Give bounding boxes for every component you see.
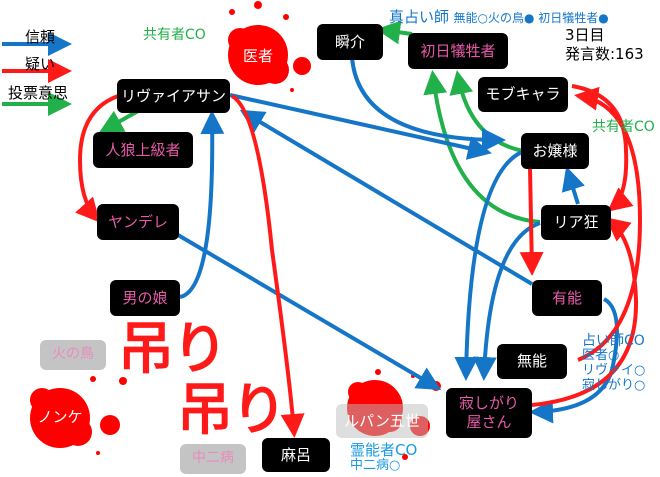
- trust-arrow-ria-ojou: [561, 166, 585, 205]
- vote-arrow-ojou-first: [449, 70, 524, 153]
- hanged-stamp-2: 吊り: [177, 378, 287, 443]
- seer-title: 真占い師: [389, 8, 450, 26]
- medium-co-list: 霊能者CO 中二病○: [350, 441, 418, 474]
- doubt-arrow-munou-mob: [574, 86, 643, 362]
- info-panel: 3日目 発言数:163: [565, 26, 644, 64]
- doubt-arrow-sabishi-ria: [531, 217, 639, 407]
- trust-arrow-yandere-sabishi: [176, 233, 442, 391]
- vote-arrow-first-shunsuke: [376, 20, 413, 45]
- seer-header: 真占い師 無能○火の鳥● 初日犠牲者●: [389, 6, 609, 27]
- node-riakyou[interactable]: リア狂: [541, 205, 611, 240]
- seer-co-result: 寂しがり○: [582, 377, 646, 393]
- seer-co-title: 占い師CO: [582, 333, 645, 349]
- shared-co-label-2: 共有者CO: [592, 119, 655, 135]
- trust-arrow-otokonoko-leviathan: [179, 110, 225, 299]
- node-maro[interactable]: 麻呂: [262, 438, 330, 472]
- node-doctor[interactable]: 医者: [242, 46, 273, 65]
- blood-splat-nonke: [30, 364, 127, 455]
- vote-arrow-ria-first: [423, 70, 541, 224]
- node-mob[interactable]: モブキャラ: [478, 77, 568, 112]
- medium-co-title: 霊能者CO: [350, 441, 418, 459]
- trust-arrow-ria-sabishi: [472, 221, 541, 381]
- trust-arrow-ojou-sabishi: [454, 150, 523, 381]
- node-jinro[interactable]: 人狼上級者: [93, 132, 193, 168]
- doubt-arrow-leviathan-maro: [230, 94, 305, 438]
- doubt-arrow-ojou-yuunou: [519, 167, 544, 276]
- node-yandere[interactable]: ヤンデレ: [97, 204, 179, 240]
- seer-co-result: 医者○: [582, 348, 620, 364]
- shared-co-label-1: 共有者CO: [143, 27, 206, 43]
- post-count-label: 発言数:163: [565, 44, 644, 63]
- day-label: 3日目: [565, 26, 605, 44]
- node-sabishigari[interactable]: 寂しがり屋さん: [446, 388, 532, 438]
- node-chuunibyou[interactable]: 中二病: [180, 444, 246, 474]
- legend-vote-label: 投票意思: [8, 84, 69, 102]
- hanged-stamp-1: 吊り: [118, 317, 228, 382]
- seer-results: 無能○火の鳥● 初日犠牲者●: [453, 11, 609, 25]
- node-lupin[interactable]: ルパン五世: [336, 404, 428, 438]
- vote-arrow-leviathan-jinro: [98, 108, 141, 133]
- node-yuunou[interactable]: 有能: [532, 280, 602, 316]
- blood-splat-doctor: [228, 1, 311, 92]
- node-first-victim[interactable]: 初日犠牲者: [408, 33, 508, 69]
- legend-doubt-label: 疑い: [25, 55, 56, 73]
- node-otokonoko[interactable]: 男の娘: [110, 280, 180, 316]
- trust-arrow-leviathan-ojou: [229, 93, 492, 160]
- node-hinotori[interactable]: 火の鳥: [40, 340, 106, 370]
- medium-co-result: 中二病○: [350, 458, 401, 474]
- node-ojousama[interactable]: お嬢様: [521, 133, 589, 169]
- node-shunsuke[interactable]: 瞬介: [317, 24, 383, 60]
- seer-co-result: リヴァイ○: [582, 363, 646, 379]
- node-nonke[interactable]: ノンケ: [37, 407, 83, 426]
- trust-arrow-yuunou-leviathan: [239, 109, 534, 286]
- doubt-arrow-leviathan-yandere: [75, 94, 119, 223]
- node-leviathan[interactable]: リヴァイアサン: [117, 79, 230, 113]
- seer-co-list: 占い師CO 医者○ リヴァイ○ 寂しがり○: [582, 333, 645, 394]
- node-munou[interactable]: 無能: [497, 344, 567, 379]
- legend-trust-label: 信頼: [25, 28, 56, 46]
